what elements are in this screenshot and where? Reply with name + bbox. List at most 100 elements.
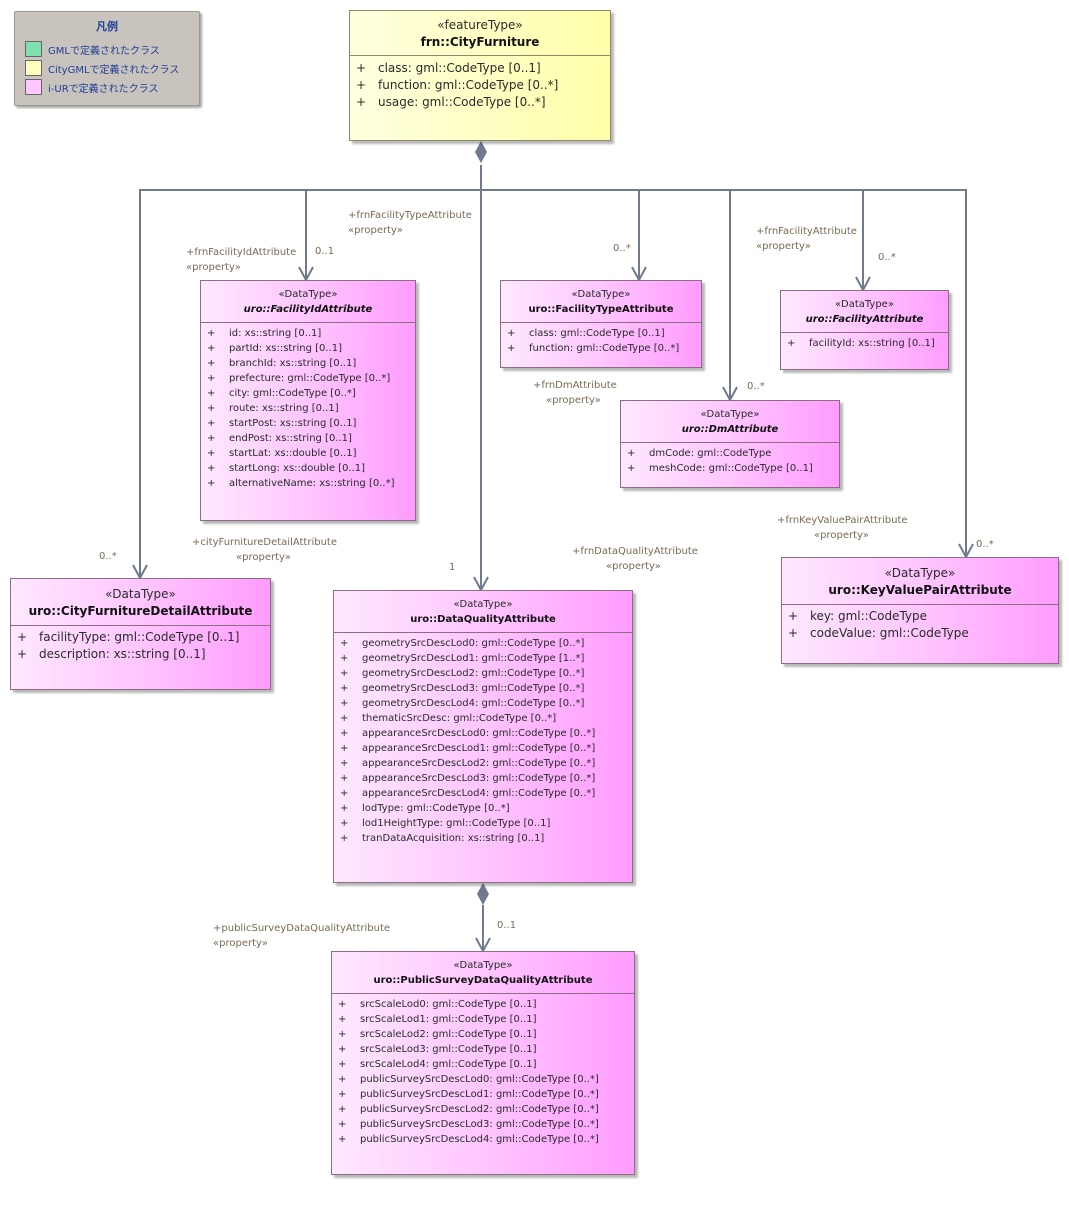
- edge-key-value: [863, 189, 967, 557]
- attribute-row: +geometrySrcDescLod1: gml::CodeType [1..…: [340, 651, 632, 666]
- attribute-row: +partId: xs::string [0..1]: [207, 341, 415, 356]
- attribute-text: lod1HeightType: gml::CodeType [0..1]: [362, 818, 551, 829]
- visibility-marker: +: [340, 698, 349, 709]
- role-facility-type: +frnFacilityTypeAttribute «property»: [348, 208, 472, 238]
- legend-label-gml: GMLで定義されたクラス: [48, 45, 160, 57]
- attribute-row: + endPost: xs::string [0..1]: [207, 431, 415, 446]
- role-name: +frnKeyValuePairAttribute: [777, 515, 908, 526]
- class-name: uro::FacilityAttribute: [805, 314, 924, 325]
- attribute-text: srcScaleLod2: gml::CodeType [0..1]: [360, 1029, 537, 1040]
- attribute-row: +lod1HeightType: gml::CodeType [0..1]: [340, 816, 632, 831]
- attribute-text: geometrySrcDescLod1: gml::CodeType [1..*…: [362, 653, 585, 664]
- attribute-row: +route: xs::string [0..1]: [207, 401, 415, 416]
- attribute-row: +function: gml::CodeType [0..*]: [507, 341, 701, 356]
- class-attributes: +id: xs::string [0..1]+partId: xs::strin…: [201, 323, 415, 491]
- class-name: uro::FacilityIdAttribute: [243, 304, 373, 315]
- visibility-marker: +: [338, 1089, 347, 1100]
- attribute-row: +key: gml::CodeType: [788, 608, 1058, 625]
- attribute-row: +function: gml::CodeType [0..*]: [356, 77, 610, 94]
- attribute-text: meshCode: gml::CodeType [0..1]: [649, 463, 813, 474]
- class-stereotype: «DataType»: [884, 566, 956, 580]
- attribute-text: publicSurveySrcDescLod3: gml::CodeType […: [360, 1119, 599, 1130]
- visibility-marker: +: [207, 478, 216, 489]
- class-stereotype: «DataType»: [700, 409, 760, 420]
- attribute-text: geometrySrcDescLod0: gml::CodeType [0..*…: [362, 638, 585, 649]
- attribute-text: tranDataAcquisition: xs::string [0..1]: [362, 833, 545, 844]
- role-stereotype: «property»: [186, 262, 241, 273]
- role-stereotype: «property»: [213, 938, 268, 949]
- class-attributes: +key: gml::CodeType+codeValue: gml::Code…: [782, 605, 1058, 642]
- attribute-row: +publicSurveySrcDescLod4: gml::CodeType …: [338, 1132, 634, 1147]
- class-facility-type-attribute[interactable]: «DataType» uro::FacilityTypeAttribute +c…: [500, 280, 702, 368]
- class-public-survey-data-quality-attribute[interactable]: «DataType» uro::PublicSurveyDataQualityA…: [331, 951, 635, 1175]
- multiplicity-dm: 0..*: [747, 381, 765, 392]
- role-public-survey: +publicSurveyDataQualityAttribute «prope…: [213, 921, 390, 951]
- attribute-text: class: gml::CodeType [0..1]: [529, 328, 665, 339]
- visibility-marker: +: [207, 328, 216, 339]
- attribute-row: +geometrySrcDescLod3: gml::CodeType [0..…: [340, 681, 632, 696]
- role-name: +frnDmAttribute: [533, 380, 617, 391]
- attribute-text: publicSurveySrcDescLod2: gml::CodeType […: [360, 1104, 599, 1115]
- class-attributes: +dmCode: gml::CodeType+meshCode: gml::Co…: [621, 443, 839, 476]
- visibility-marker: +: [338, 1059, 347, 1070]
- attribute-row: +srcScaleLod1: gml::CodeType [0..1]: [338, 1012, 634, 1027]
- multiplicity-key-value: 0..*: [976, 539, 994, 550]
- visibility-marker: +: [356, 78, 367, 92]
- multiplicity-facility-id: 0..1: [315, 246, 335, 257]
- multiplicity-data-quality: 1: [449, 562, 456, 573]
- attribute-row: +appearanceSrcDescLod0: gml::CodeType [0…: [340, 726, 632, 741]
- class-header: «DataType» uro::FacilityIdAttribute: [201, 281, 415, 323]
- attribute-text: geometrySrcDescLod4: gml::CodeType [0..*…: [362, 698, 585, 709]
- attribute-text: dmCode: gml::CodeType: [649, 448, 772, 459]
- attribute-text: description: xs::string [0..1]: [39, 647, 206, 661]
- attribute-text: startLong: xs::double [0..1]: [229, 463, 366, 474]
- attribute-text: function: gml::CodeType [0..*]: [529, 343, 680, 354]
- class-facility-id-attribute[interactable]: «DataType» uro::FacilityIdAttribute +id:…: [200, 280, 416, 521]
- attribute-text: alternativeName: xs::string [0..*]: [229, 478, 395, 489]
- attribute-text: publicSurveySrcDescLod1: gml::CodeType […: [360, 1089, 599, 1100]
- attribute-row: + publicSurveySrcDescLod2: gml::CodeType …: [338, 1102, 634, 1117]
- attribute-row: +thematicSrcDesc: gml::CodeType [0..*]: [340, 711, 632, 726]
- role-stereotype: «property»: [814, 530, 869, 541]
- attribute-row: + city: gml::CodeType [0..*]: [207, 386, 415, 401]
- visibility-marker: +: [338, 1104, 347, 1115]
- visibility-marker: +: [207, 358, 216, 369]
- class-dm-attribute[interactable]: «DataType» uro::DmAttribute +dmCode: gml…: [620, 400, 840, 488]
- class-name: uro::FacilityTypeAttribute: [528, 304, 674, 315]
- class-data-quality-attribute[interactable]: «DataType» uro::DataQualityAttribute +ge…: [333, 590, 633, 883]
- visibility-marker: +: [17, 647, 28, 661]
- class-attributes: +facilityType: gml::CodeType [0..1]+desc…: [11, 626, 270, 663]
- role-facility-id: +frnFacilityIdAttribute «property»: [186, 245, 296, 275]
- attribute-text: appearanceSrcDescLod2: gml::CodeType [0.…: [362, 758, 596, 769]
- class-key-value-pair-attribute[interactable]: «DataType» uro::KeyValuePairAttribute +k…: [781, 557, 1059, 664]
- attribute-row: +codeValue: gml::CodeType: [788, 625, 1058, 642]
- attribute-text: facilityType: gml::CodeType [0..1]: [39, 630, 240, 644]
- class-stereotype: «DataType»: [835, 299, 894, 310]
- attribute-text: srcScaleLod1: gml::CodeType [0..1]: [360, 1014, 537, 1025]
- visibility-marker: +: [338, 1134, 347, 1145]
- attribute-row: +startLong: xs::double [0..1]: [207, 461, 415, 476]
- attribute-row: +id: xs::string [0..1]: [207, 326, 415, 341]
- visibility-marker: +: [207, 388, 216, 399]
- multiplicity-detail: 0..*: [99, 551, 117, 562]
- attribute-text: endPost: xs::string [0..1]: [229, 433, 352, 444]
- class-city-furniture[interactable]: «featureType» frn::CityFurniture +class:…: [349, 10, 611, 141]
- multiplicity-facility: 0..*: [878, 252, 896, 263]
- class-stereotype: «DataType»: [453, 960, 513, 971]
- class-stereotype: «DataType»: [105, 587, 176, 601]
- class-attributes: +srcScaleLod0: gml::CodeType [0..1]+srcS…: [332, 994, 634, 1147]
- attribute-text: city: gml::CodeType [0..*]: [229, 388, 356, 399]
- class-city-furniture-detail-attribute[interactable]: «DataType» uro::CityFurnitureDetailAttri…: [10, 578, 271, 690]
- role-stereotype: «property»: [546, 395, 601, 406]
- role-name: +frnFacilityTypeAttribute: [348, 210, 472, 221]
- class-facility-attribute[interactable]: «DataType» uro::FacilityAttribute +facil…: [780, 290, 949, 370]
- multiplicity-facility-type: 0..*: [613, 243, 631, 254]
- attribute-text: codeValue: gml::CodeType: [810, 626, 969, 640]
- visibility-marker: +: [207, 433, 216, 444]
- visibility-marker: +: [340, 833, 349, 844]
- class-stereotype: «DataType»: [453, 599, 513, 610]
- attribute-text: usage: gml::CodeType [0..*]: [378, 95, 546, 109]
- class-name: uro::DataQualityAttribute: [410, 614, 556, 625]
- class-header: «DataType» uro::FacilityAttribute: [781, 291, 948, 333]
- visibility-marker: +: [340, 668, 349, 679]
